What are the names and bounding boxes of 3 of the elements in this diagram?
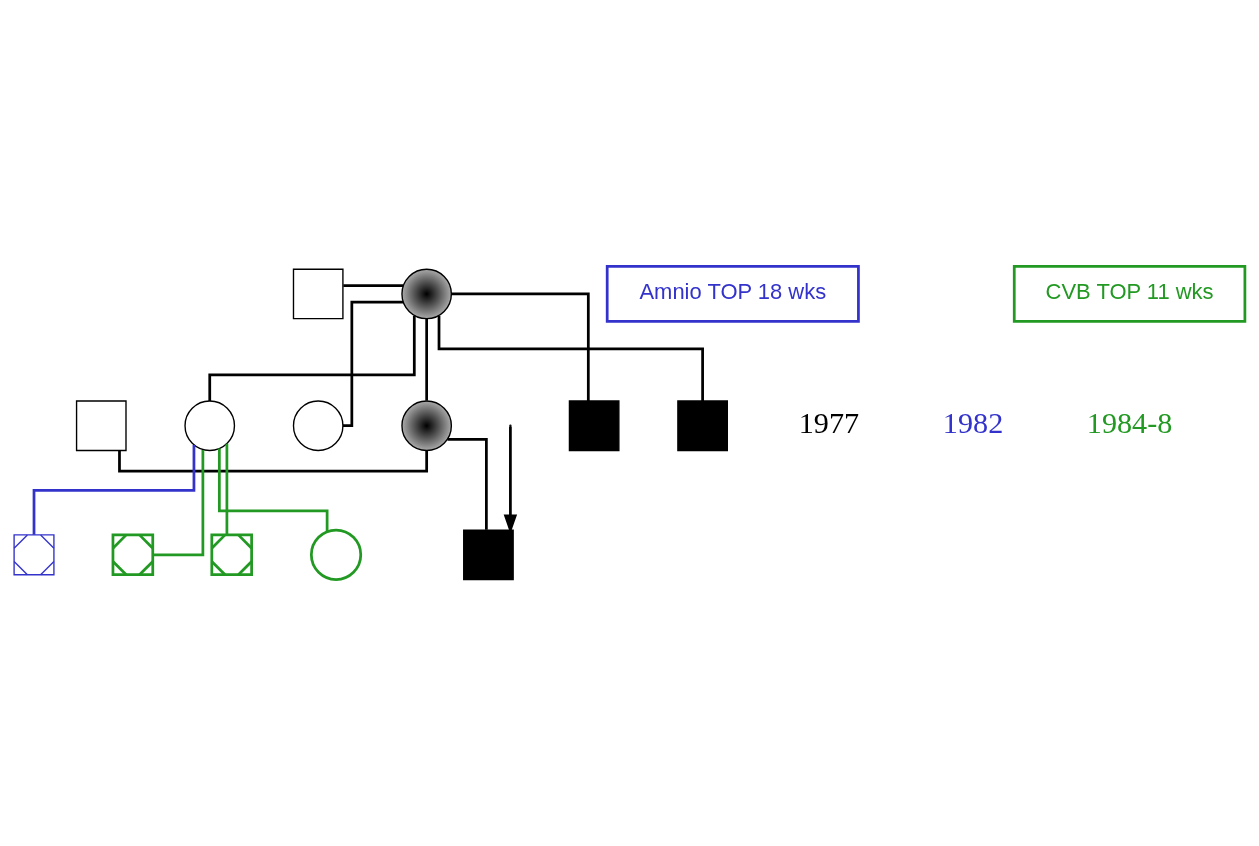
label: 1977 — [798, 406, 860, 441]
label: 1982 — [942, 406, 1004, 441]
label: 1984-8 — [1086, 406, 1173, 441]
